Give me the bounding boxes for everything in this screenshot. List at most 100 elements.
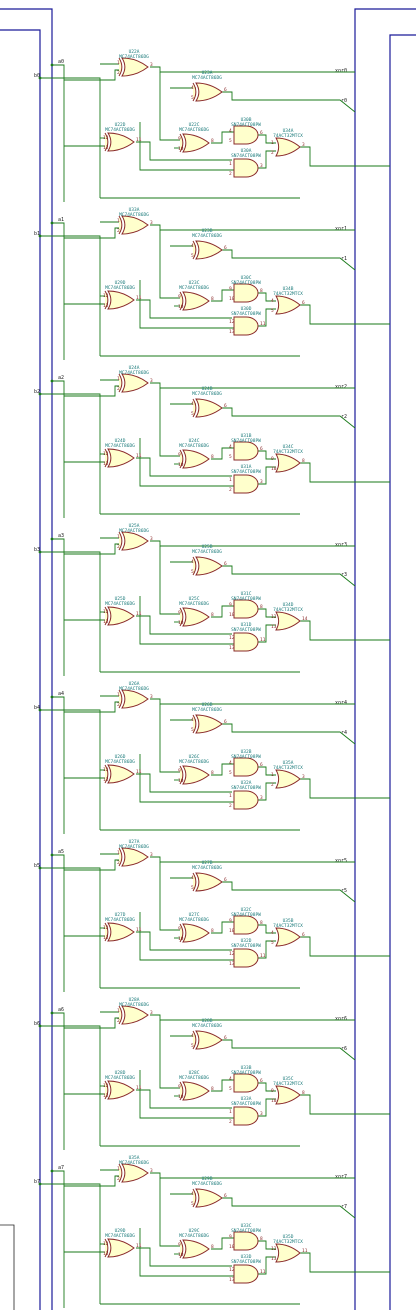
- pin-number: 4: [191, 1033, 194, 1039]
- gate-partname: MC74ACT86DG: [179, 1075, 209, 1081]
- net-label-a: a0: [58, 59, 64, 65]
- xor-input-arc: [118, 531, 123, 551]
- or-gate-body: [275, 1243, 301, 1263]
- pin-number: 12: [103, 925, 109, 931]
- gate-refdes: U25B: [202, 544, 213, 550]
- net-label-xor: xor7: [335, 1174, 347, 1180]
- pin-number: 4: [191, 243, 194, 249]
- pin-number: 12: [271, 1246, 277, 1252]
- gate-refdes: U30A: [241, 148, 252, 154]
- wire: [52, 538, 65, 676]
- xor-input-arc: [192, 556, 197, 576]
- pin-number: 11: [136, 1085, 142, 1091]
- wire: [136, 931, 232, 951]
- gate-refdes: U26B: [202, 702, 213, 708]
- wire: [300, 1094, 390, 1115]
- pin-number: 10: [178, 304, 184, 310]
- wire: [222, 1197, 356, 1219]
- wire: [222, 881, 356, 903]
- wire: [159, 230, 183, 299]
- pin-number: 11: [136, 611, 142, 617]
- net-label-b: b7: [34, 1179, 40, 1185]
- pin-number: 4: [271, 930, 274, 936]
- wire: [150, 382, 355, 389]
- xor-gate-body: [107, 132, 135, 152]
- xor-gate-symbol: [104, 1080, 135, 1100]
- wire: [258, 134, 276, 144]
- pin-number: 9: [178, 610, 181, 616]
- gate-partname: MC74ACT86DG: [105, 443, 135, 449]
- xor-gate-body: [121, 689, 149, 709]
- wire: [64, 69, 120, 81]
- xor-gate-body: [107, 1080, 135, 1100]
- xor-input-arc: [104, 922, 109, 942]
- gate-partname: MC74ACT86DG: [105, 1075, 135, 1081]
- gate-refdes: U35C: [283, 1076, 294, 1082]
- and-gate-body: [233, 474, 259, 494]
- wire: [258, 782, 276, 801]
- gate-refdes: U27A: [129, 839, 140, 845]
- net-label-b: b2: [34, 389, 40, 395]
- pin-number: 1: [117, 218, 120, 224]
- xor-input-arc: [118, 57, 123, 77]
- gate-partname: MC74ACT86DG: [179, 759, 209, 765]
- and-gate-body: [233, 1106, 259, 1126]
- wire: [40, 1025, 101, 1146]
- pin-number: 13: [103, 935, 109, 941]
- pin-number: 1: [229, 477, 232, 483]
- wire: [258, 150, 276, 169]
- pin-number: 1: [117, 534, 120, 540]
- gate-refdes: U23C: [189, 280, 200, 286]
- pin-number: 12: [271, 614, 277, 620]
- bit-stage-5: a5b5xor5r5U27AMC74ACT86DG123U27BMC74ACT8…: [34, 839, 390, 992]
- gate-refdes: U24D: [115, 438, 126, 444]
- net-label-a: a5: [58, 849, 64, 855]
- gate-partname: MC74ACT86DG: [105, 285, 135, 291]
- xor-gate-body: [182, 449, 210, 469]
- xor-input-arc: [118, 1005, 123, 1025]
- junction-dot: [38, 392, 42, 396]
- pin-number: 6: [224, 87, 227, 93]
- junction-dot: [50, 853, 54, 857]
- pin-number: 12: [103, 1241, 109, 1247]
- gate-refdes: U24A: [129, 365, 140, 371]
- pin-number: 11: [302, 1248, 308, 1254]
- wire: [300, 936, 390, 957]
- wire: [150, 224, 355, 231]
- right-output-bus: [354, 8, 416, 1310]
- pin-number: 12: [103, 293, 109, 299]
- gate-refdes: U30C: [241, 275, 252, 281]
- wire: [139, 596, 234, 645]
- gate-partname: MC74ACT86DG: [179, 285, 209, 291]
- and-gate-symbol: [233, 316, 259, 336]
- and-gate-symbol: [233, 1106, 259, 1126]
- xor-input-arc: [118, 1163, 123, 1183]
- wire: [159, 546, 183, 615]
- junction-dot: [38, 708, 42, 712]
- pin-number: 8: [211, 454, 214, 460]
- wire: [258, 1098, 276, 1117]
- pin-number: 12: [229, 319, 235, 325]
- pin-number: 4: [191, 875, 194, 881]
- wire: [40, 867, 101, 988]
- xor-input-arc: [118, 373, 123, 393]
- xor-gate-symbol: [104, 764, 135, 784]
- or-gate-symbol: [275, 611, 301, 631]
- gate-partname: MC74ACT86DG: [119, 370, 149, 376]
- xor-gate-symbol: [118, 531, 149, 551]
- pin-number: 10: [271, 466, 277, 472]
- pin-number: 8: [211, 612, 214, 618]
- wire: [40, 235, 101, 356]
- net-label-r: r0: [341, 98, 347, 104]
